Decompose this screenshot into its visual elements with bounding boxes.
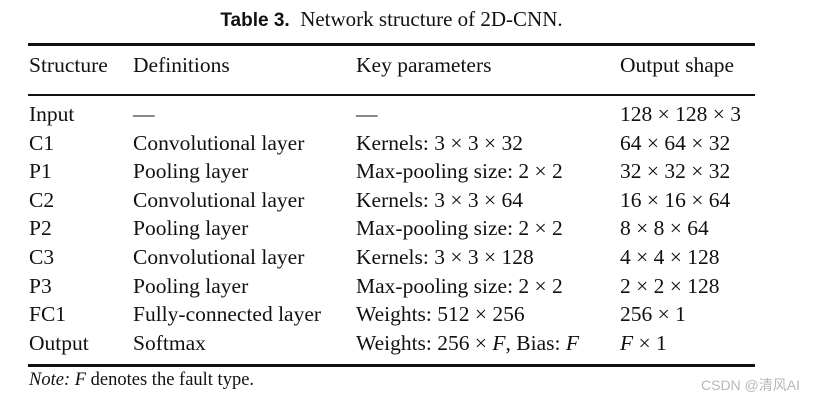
table-row: FC1 Fully-connected layer Weights: 512 ×… <box>0 300 816 329</box>
cell-output-shape: 2 × 2 × 128 <box>620 273 720 298</box>
cell-definition: Pooling layer <box>133 216 249 241</box>
cell-key-parameters: Max-pooling size: 2 × 2 <box>356 216 563 241</box>
cell-structure: Input <box>29 102 75 126</box>
header-structure: Structure <box>29 53 108 77</box>
table-note-label: Note: <box>29 370 71 390</box>
cell-key-parameters: Max-pooling size: 2 × 2 <box>356 159 563 184</box>
cell-structure: C3 <box>29 244 55 269</box>
table-body: Input — — 128 × 128 × 3 C1 Convolutional… <box>0 100 816 357</box>
cell-definition: Pooling layer <box>133 273 249 298</box>
table-top-rule <box>28 43 755 46</box>
cell-output-shape: 4 × 4 × 128 <box>620 244 720 269</box>
table-row: C1 Convolutional layer Kernels: 3 × 3 × … <box>0 129 816 158</box>
table-row: P3 Pooling layer Max-pooling size: 2 × 2… <box>0 272 816 301</box>
table-note-text: F denotes the fault type. <box>74 370 255 390</box>
cell-key-parameters: Weights: 256 × F, Bias: F <box>356 330 580 355</box>
cell-definition: — <box>133 102 155 126</box>
table-caption-label: Table 3. <box>220 10 290 31</box>
table-row: Output Softmax Weights: 256 × F, Bias: F… <box>0 329 816 358</box>
cell-definition: Fully-connected layer <box>133 302 322 327</box>
cell-output-shape: 16 × 16 × 64 <box>620 187 731 212</box>
table-caption-text: Network structure of 2D-CNN. <box>300 7 563 31</box>
cell-output-shape: 128 × 128 × 3 <box>620 102 742 126</box>
cell-output-shape: 256 × 1 <box>620 302 686 327</box>
cell-definition: Softmax <box>133 330 206 355</box>
header-definitions: Definitions <box>133 53 230 77</box>
table-row: Input — — 128 × 128 × 3 <box>0 100 816 129</box>
cell-structure: P1 <box>29 159 52 184</box>
cell-definition: Pooling layer <box>133 159 249 184</box>
table-bottom-rule <box>28 364 755 367</box>
table-row: C3 Convolutional layer Kernels: 3 × 3 × … <box>0 243 816 272</box>
cell-structure: C2 <box>29 187 55 212</box>
watermark: CSDN @清风AI <box>701 377 800 393</box>
header-output-shape: Output shape <box>620 53 735 77</box>
cell-key-parameters: Weights: 512 × 256 <box>356 302 525 327</box>
cell-key-parameters: Max-pooling size: 2 × 2 <box>356 273 563 298</box>
header-key-parameters: Key parameters <box>356 53 492 77</box>
cell-definition: Convolutional layer <box>133 130 305 155</box>
cell-structure: FC1 <box>29 302 67 327</box>
table-caption: Table 3. Network structure of 2D-CNN. <box>0 6 783 34</box>
table-row: P2 Pooling layer Max-pooling size: 2 × 2… <box>0 214 816 243</box>
cell-structure: P3 <box>29 273 52 298</box>
cell-output-shape: 32 × 32 × 32 <box>620 159 731 184</box>
cell-definition: Convolutional layer <box>133 244 305 269</box>
cell-key-parameters: Kernels: 3 × 3 × 32 <box>356 130 523 155</box>
cell-definition: Convolutional layer <box>133 187 305 212</box>
table-header-rule <box>28 94 755 96</box>
cell-key-parameters: Kernels: 3 × 3 × 64 <box>356 187 523 212</box>
cell-structure: Output <box>29 330 89 355</box>
cell-structure: C1 <box>29 130 55 155</box>
cell-structure: P2 <box>29 216 52 241</box>
cell-output-shape: 64 × 64 × 32 <box>620 130 731 155</box>
cell-output-shape: 8 × 8 × 64 <box>620 216 709 241</box>
table-note: Note: F denotes the fault type. <box>29 368 254 392</box>
cell-key-parameters: Kernels: 3 × 3 × 128 <box>356 244 534 269</box>
table-row: C2 Convolutional layer Kernels: 3 × 3 × … <box>0 186 816 215</box>
cell-output-shape: F × 1 <box>620 330 667 355</box>
cell-key-parameters: — <box>356 102 378 126</box>
table-row: P1 Pooling layer Max-pooling size: 2 × 2… <box>0 157 816 186</box>
